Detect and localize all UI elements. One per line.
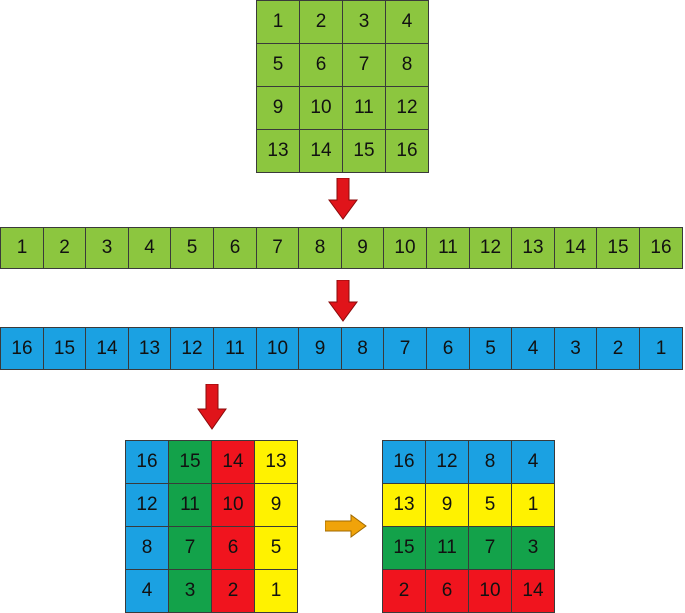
grid-cell: 13 xyxy=(382,483,426,527)
grid-cell: 1 xyxy=(254,569,298,613)
grid-cell: 11 xyxy=(213,327,257,370)
grid-cell: 15 xyxy=(382,526,426,570)
grid-cell: 9 xyxy=(256,86,300,130)
grid-cell: 12 xyxy=(425,440,469,484)
grid-cell: 12 xyxy=(469,227,512,269)
grid-cell: 12 xyxy=(125,483,169,527)
down-arrow-3-icon xyxy=(197,384,227,430)
grid-cell: 3 xyxy=(85,227,129,269)
grid-cell: 14 xyxy=(85,327,129,370)
grid-cell: 3 xyxy=(168,569,212,613)
grid-cell: 8 xyxy=(468,440,512,484)
down-arrow-1-icon xyxy=(328,178,358,220)
grid-cell: 4 xyxy=(125,569,169,613)
grid-cell: 7 xyxy=(168,526,212,570)
grid-cell: 14 xyxy=(511,569,555,613)
down-arrow-2-icon xyxy=(328,280,358,322)
grid-cell: 5 xyxy=(468,483,512,527)
grid-cell: 6 xyxy=(425,569,469,613)
grid-cell: 14 xyxy=(211,440,255,484)
grid-cell: 7 xyxy=(342,43,386,87)
grid-cell: 5 xyxy=(254,526,298,570)
grid-cell: 10 xyxy=(211,483,255,527)
grid-cell: 4 xyxy=(385,0,429,44)
grid-cell: 11 xyxy=(425,526,469,570)
grid-cell: 9 xyxy=(254,483,298,527)
grid-cell: 16 xyxy=(385,129,429,173)
grid-cell: 12 xyxy=(385,86,429,130)
grid-cell: 5 xyxy=(256,43,300,87)
grid-cell: 11 xyxy=(168,483,212,527)
grid-cell: 8 xyxy=(341,327,384,370)
grid-cell: 7 xyxy=(383,327,427,370)
grid-cell: 9 xyxy=(298,327,342,370)
grid-cell: 7 xyxy=(256,227,299,269)
grid-cell: 13 xyxy=(128,327,171,370)
grid-cell: 1 xyxy=(0,227,44,269)
grid-cell: 11 xyxy=(342,86,386,130)
grid-cell: 3 xyxy=(511,526,555,570)
grid-cell: 16 xyxy=(639,227,683,269)
grid-cell: 10 xyxy=(468,569,512,613)
grid-cell: 14 xyxy=(299,129,343,173)
grid-cell: 13 xyxy=(511,227,555,269)
grid-cell: 13 xyxy=(254,440,298,484)
grid-cell: 4 xyxy=(511,327,555,370)
grid-cell: 15 xyxy=(43,327,86,370)
grid-cell: 12 xyxy=(170,327,214,370)
grid-cell: 16 xyxy=(0,327,44,370)
grid-cell: 4 xyxy=(128,227,171,269)
grid-cell: 6 xyxy=(426,327,470,370)
grid-cell: 9 xyxy=(425,483,469,527)
grid-cell: 15 xyxy=(596,227,640,269)
grid-cell: 3 xyxy=(554,327,597,370)
grid-cell: 10 xyxy=(383,227,427,269)
grid-cell: 2 xyxy=(596,327,640,370)
grid-cell: 2 xyxy=(299,0,343,44)
grid-cell: 3 xyxy=(342,0,386,44)
grid-cell: 14 xyxy=(554,227,597,269)
grid-cell: 2 xyxy=(211,569,255,613)
grid-cell: 2 xyxy=(43,227,86,269)
grid-cell: 2 xyxy=(382,569,426,613)
grid-cell: 5 xyxy=(170,227,214,269)
grid-cell: 13 xyxy=(256,129,300,173)
grid-cell: 11 xyxy=(426,227,470,269)
grid-cell: 1 xyxy=(639,327,683,370)
grid-cell: 1 xyxy=(511,483,555,527)
grid-cell: 6 xyxy=(213,227,257,269)
grid-cell: 7 xyxy=(468,526,512,570)
right-arrow-icon xyxy=(325,514,367,538)
grid-cell: 16 xyxy=(125,440,169,484)
grid-cell: 6 xyxy=(211,526,255,570)
grid-cell: 9 xyxy=(341,227,384,269)
grid-cell: 8 xyxy=(298,227,342,269)
grid-cell: 5 xyxy=(469,327,512,370)
grid-cell: 1 xyxy=(256,0,300,44)
grid-cell: 10 xyxy=(299,86,343,130)
grid-cell: 8 xyxy=(125,526,169,570)
grid-cell: 4 xyxy=(511,440,555,484)
grid-cell: 8 xyxy=(385,43,429,87)
grid-cell: 16 xyxy=(382,440,426,484)
grid-cell: 6 xyxy=(299,43,343,87)
grid-cell: 15 xyxy=(168,440,212,484)
grid-cell: 15 xyxy=(342,129,386,173)
grid-cell: 10 xyxy=(256,327,299,370)
